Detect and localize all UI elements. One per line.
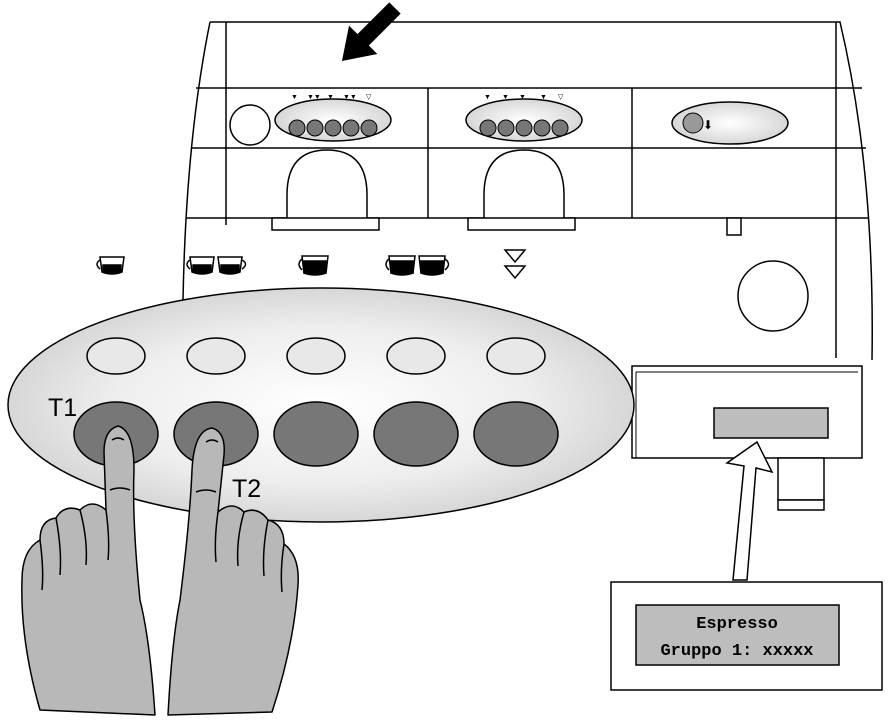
dark-button-4[interactable]: [373, 401, 459, 467]
steam-button: [682, 112, 704, 134]
steam-small-keypad: [671, 101, 789, 145]
lcd-line-2: Gruppo 1: xxxxx: [660, 642, 813, 661]
one-coffee-cup-icon: [298, 255, 329, 276]
steam-panel: ⬇: [671, 101, 789, 236]
light-button-1[interactable]: [86, 337, 146, 375]
svg-text:▼: ▼: [327, 94, 334, 101]
upper-light-buttons: [86, 337, 546, 375]
dark-button-3[interactable]: [273, 401, 359, 467]
svg-text:▼▼: ▼▼: [343, 94, 357, 101]
svg-text:▼: ▼: [519, 94, 526, 101]
pointer-arrow-icon: [341, 2, 401, 62]
one-espresso-cup-icon: [96, 256, 125, 275]
steam-icon: ⬇: [703, 118, 713, 132]
group-1-panel: ▼ ▼▼ ▼ ▼▼ ▽: [229, 94, 392, 231]
group-1-round-indicator: [229, 104, 271, 146]
svg-text:▽: ▽: [558, 94, 564, 101]
label-t1: T1: [48, 394, 77, 422]
group-1-small-icons: ▼ ▼▼ ▼ ▼▼ ▽: [291, 94, 372, 101]
group-1-brew-head: [286, 149, 368, 218]
group-2-small-buttons: [479, 119, 569, 137]
group-2-brew-head: [483, 149, 565, 218]
two-espresso-cups-icon: [186, 256, 247, 275]
cup-icons-row: [96, 249, 527, 280]
svg-text:▼: ▼: [502, 94, 509, 101]
svg-text:▼▼: ▼▼: [307, 94, 321, 101]
svg-text:▼: ▼: [484, 94, 491, 101]
two-coffee-cups-icon: [385, 255, 450, 276]
svg-text:▽: ▽: [366, 94, 372, 101]
svg-text:▼: ▼: [540, 94, 547, 101]
dark-button-5[interactable]: [473, 401, 559, 467]
label-t2: T2: [232, 475, 261, 503]
spout: [777, 457, 825, 501]
group-1-small-buttons: [288, 119, 378, 137]
left-hand-icon: [21, 425, 156, 716]
spout-tip: [777, 499, 825, 511]
group-1-drip-base: [271, 217, 380, 231]
group-2-drip-base: [467, 217, 576, 231]
lower-body: [631, 365, 863, 511]
continuous-dispense-icon: [503, 249, 527, 280]
lcd-screen: [635, 604, 840, 666]
lower-dark-buttons: [73, 401, 559, 467]
callout-arrow-icon: [725, 440, 774, 581]
light-button-4[interactable]: [386, 337, 446, 375]
group-2-small-icons: ▼ ▼ ▼ ▼ ▽: [484, 94, 564, 101]
light-button-3[interactable]: [286, 337, 346, 375]
light-button-2[interactable]: [186, 337, 246, 375]
group-2-panel: ▼ ▼ ▼ ▼ ▽: [465, 94, 583, 231]
svg-text:▼: ▼: [291, 94, 298, 101]
right-hand-icon: [167, 427, 299, 716]
steam-wand-nozzle: [726, 217, 742, 236]
lcd-line-1: Espresso: [696, 615, 778, 634]
machine-display-window: [713, 407, 829, 439]
side-knob: [737, 260, 809, 332]
light-button-5[interactable]: [486, 337, 546, 375]
